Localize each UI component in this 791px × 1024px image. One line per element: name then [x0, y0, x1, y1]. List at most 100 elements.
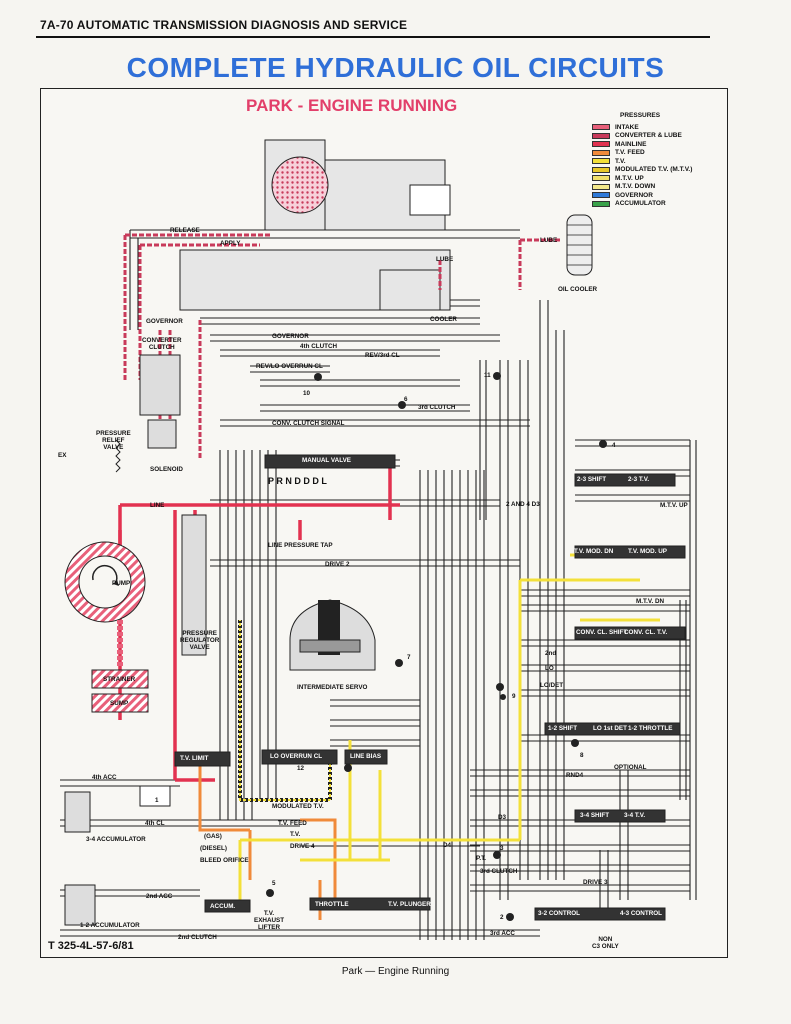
label-strainer: STRAINER — [103, 676, 136, 683]
label-shift-12: 1-2 SHIFT — [548, 725, 578, 732]
label-gas: (GAS) — [204, 833, 222, 840]
label-rnd4: RND4 — [566, 772, 584, 779]
legend-swatch — [592, 183, 610, 190]
label-throttle: THROTTLE — [315, 901, 349, 908]
legend-swatch — [592, 192, 610, 199]
label-third-clutch: 3rd CLUTCH — [418, 404, 456, 411]
label-second: 2nd — [545, 650, 557, 657]
label-tv-plunger: T.V. PLUNGER — [388, 901, 431, 908]
label-lube: LUBE — [540, 237, 558, 244]
label-line-pressure-tap: LINE PRESSURE TAP — [268, 542, 333, 549]
label-tv: T.V. — [290, 831, 301, 838]
legend-swatch — [592, 166, 610, 173]
tv-feed-lines — [198, 760, 337, 920]
label-shift-23: 2-3 SHIFT — [577, 476, 607, 483]
label-d3: D3 — [498, 814, 507, 821]
label-accum-12: 1-2 ACCUMULATOR — [80, 922, 140, 929]
legend-swatch — [592, 124, 610, 131]
label-conv-cl-tv: CONV. CL. T.V. — [624, 629, 668, 636]
label-n3: 3 — [500, 845, 504, 852]
legend-label: M.T.V. UP — [615, 174, 644, 182]
figure-caption: Park — Engine Running — [341, 966, 450, 977]
label-control-43: 4-3 CONTROL — [620, 910, 662, 917]
sump-box — [91, 693, 149, 713]
label-control-32: 3-2 CONTROL — [538, 910, 580, 917]
main-title: COMPLETE HYDRAULIC OIL CIRCUITS — [126, 52, 665, 83]
label-accum-valve: ACCUM. — [210, 903, 236, 910]
valve-bodies — [64, 354, 686, 926]
legend-swatch — [592, 132, 610, 139]
label-ex: EX — [58, 452, 67, 459]
tv-lines — [238, 553, 660, 900]
oil-cooler — [566, 214, 593, 276]
legend-item: MAINLINE — [592, 140, 692, 149]
relief-spring — [115, 439, 121, 473]
legend-label: MODULATED T.V. (M.T.V.) — [615, 166, 693, 174]
label-mtv-dn: M.T.V. DN — [636, 598, 665, 605]
legend-item: ACCUMULATOR — [592, 200, 692, 209]
label-prnd: P R N D D D L — [268, 476, 327, 486]
label-tv-mod-dn: T.V. MOD. DN — [574, 548, 614, 555]
label-drive-3: DRIVE 3 — [583, 879, 608, 886]
label-apply: APPLY — [220, 240, 241, 247]
label-rev-lo-overrun: REV/LO OVERRUN CL — [256, 363, 323, 370]
label-non-c3-only: NON C3 ONLY — [592, 936, 619, 950]
legend-item: INTAKE — [592, 123, 692, 132]
label-solenoid: SOLENOID — [150, 466, 183, 473]
label-n6: 6 — [404, 396, 408, 403]
legend-swatch — [592, 158, 610, 165]
label-third-clutch-b: 3rd CLUTCH — [480, 868, 518, 875]
legend-swatch — [592, 200, 610, 207]
legend-item: M.T.V. UP — [592, 174, 692, 183]
label-n4: 4 — [612, 442, 616, 449]
label-lo: LO — [545, 665, 554, 672]
intermediate-servo — [289, 599, 376, 671]
label-cooler: COOLER — [430, 316, 457, 323]
legend-label: MAINLINE — [615, 140, 647, 148]
label-tv-feed: T.V. FEED — [278, 820, 307, 827]
label-lo-overrun-cl: LO OVERRUN CL — [270, 753, 323, 760]
part-number: T 325-4L-57-6/81 — [48, 940, 134, 952]
label-fourth-acc: 4th ACC — [92, 774, 117, 781]
legend-swatch — [592, 141, 610, 148]
label-n2: 2 — [500, 914, 504, 921]
label-bleed-orifice: BLEED ORIFICE — [200, 857, 249, 864]
legend-label: CONVERTER & LUBE — [615, 132, 682, 140]
label-third-acc: 3rd ACC — [490, 930, 515, 937]
label-rev-3rd-cl: REV/3rd CL — [365, 352, 400, 359]
label-converter-clutch: CONVERTER CLUTCH — [142, 337, 182, 351]
label-drive-2: DRIVE 2 — [325, 561, 350, 568]
legend-label: INTAKE — [615, 123, 639, 131]
legend-label: ACCUMULATOR — [615, 200, 666, 208]
label-accum-34: 3-4 ACCUMULATOR — [86, 836, 146, 843]
label-fourth-cl: 4th CL — [145, 820, 165, 827]
label-tv-34: 3-4 T.V. — [624, 812, 646, 819]
label-shift-34: 3-4 SHIFT — [580, 812, 610, 819]
legend-title: PRESSURES — [620, 112, 661, 119]
label-n1: 1 — [155, 797, 159, 804]
label-release: RELEASE — [170, 227, 200, 234]
label-pressure-regulator-valve: PRESSURE REGULATOR VALVE — [180, 630, 220, 651]
legend-label: GOVERNOR — [615, 191, 653, 199]
label-governor-line: GOVERNOR — [272, 333, 309, 340]
label-line: LINE — [150, 502, 165, 509]
legend-item: GOVERNOR — [592, 191, 692, 200]
label-lube-2: LUBE — [436, 256, 454, 263]
label-tv-exhaust-lifter: T.V. EXHAUST LIFTER — [254, 910, 285, 931]
label-and4-d3: 2 AND 4 D3 — [506, 501, 540, 508]
label-line-bias: LINE BIAS — [350, 753, 382, 760]
label-n10: 10 — [303, 390, 311, 397]
label-lo-det: LO/DET — [540, 682, 564, 689]
legend-item: M.T.V. DOWN — [592, 183, 692, 192]
legend-label: T.V. — [615, 157, 626, 165]
label-d4: D4 — [443, 842, 452, 849]
label-conv-clutch-signal: CONV. CLUTCH SIGNAL — [272, 420, 345, 427]
legend-item: CONVERTER & LUBE — [592, 132, 692, 141]
label-n5: 5 — [272, 880, 276, 887]
label-n8: 8 — [580, 752, 584, 759]
page-header-title: 7A-70 AUTOMATIC TRANSMISSION DIAGNOSIS A… — [40, 18, 408, 32]
label-governor: GOVERNOR — [146, 318, 183, 325]
strainer-box — [91, 669, 149, 689]
